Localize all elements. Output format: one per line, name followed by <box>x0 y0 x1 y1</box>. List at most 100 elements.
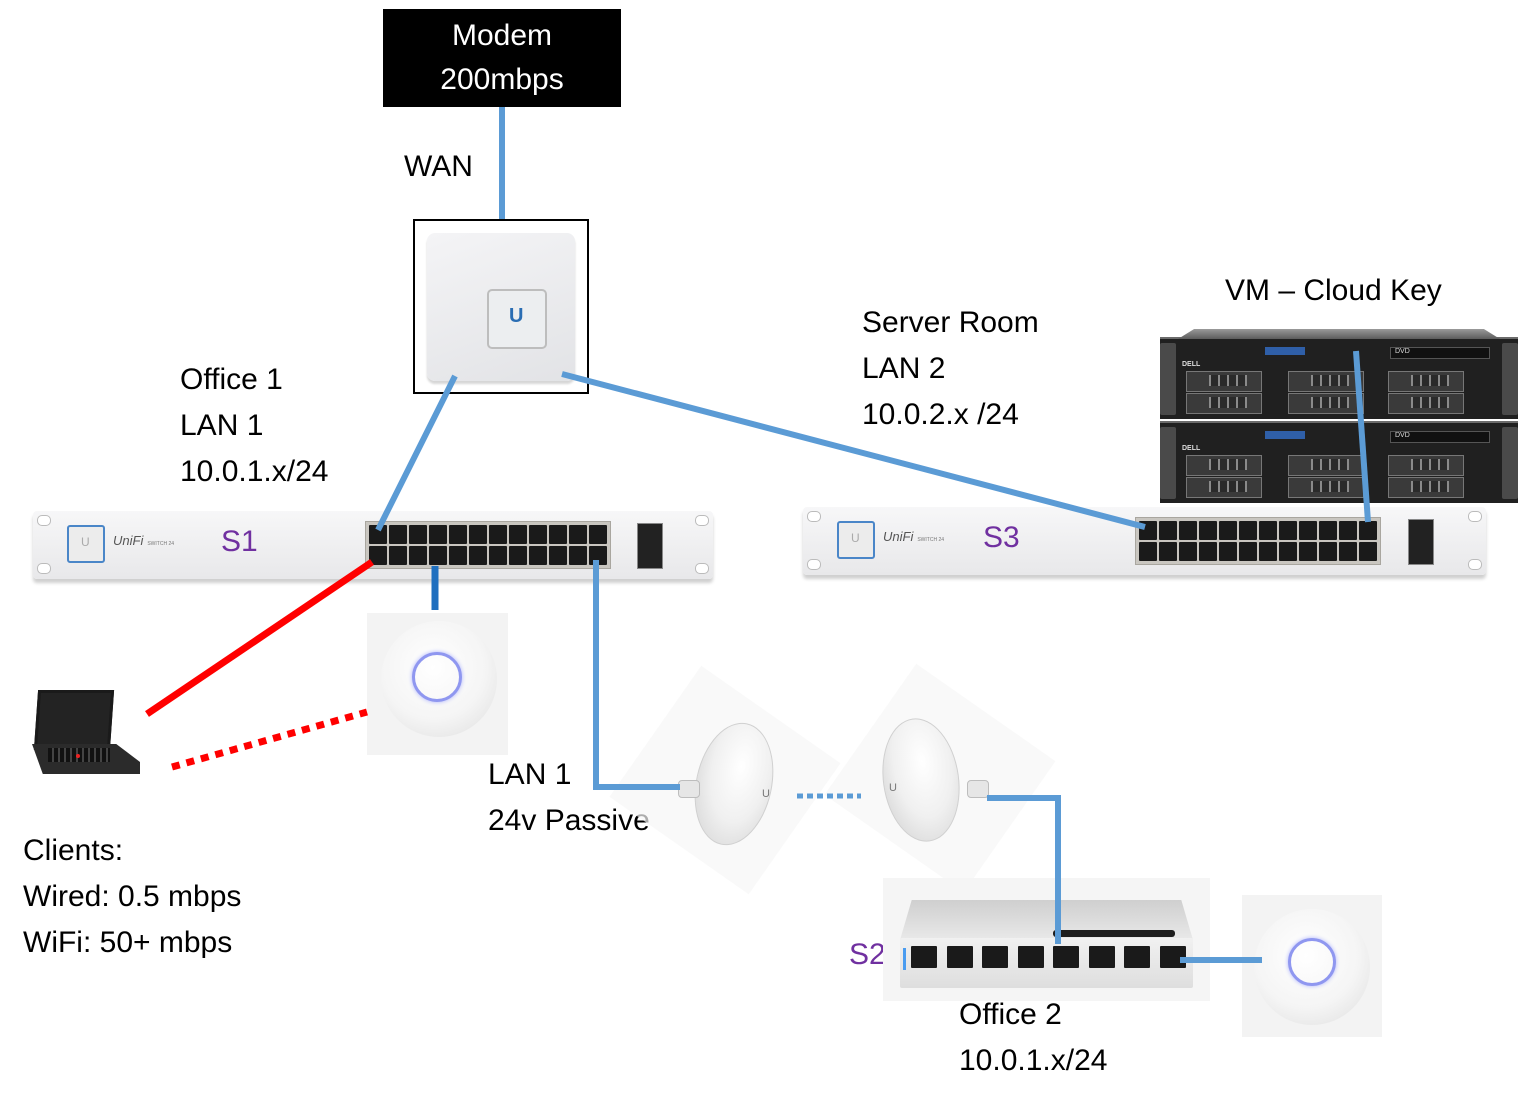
server-room-subnet: 10.0.2.x /24 <box>862 398 1019 431</box>
server-room-name: Server Room <box>862 306 1039 339</box>
ethernet-port[interactable] <box>369 546 387 565</box>
ethernet-port[interactable] <box>449 546 467 565</box>
ethernet-port[interactable] <box>429 546 447 565</box>
bridge-dish-a-node[interactable]: U <box>609 665 841 895</box>
ethernet-port[interactable] <box>1239 542 1257 561</box>
ethernet-port[interactable] <box>1319 542 1337 561</box>
bridge-dish-b-node[interactable]: U <box>824 663 1056 893</box>
switch-s3-ports <box>1135 517 1381 565</box>
ethernet-port[interactable] <box>1259 521 1277 540</box>
ethernet-port[interactable] <box>1239 521 1257 540</box>
ethernet-port[interactable] <box>1299 521 1317 540</box>
clients-wifi-speed: WiFi: 50+ mbps <box>23 926 233 959</box>
ethernet-port[interactable] <box>1199 521 1217 540</box>
ethernet-port[interactable] <box>409 546 427 565</box>
status-led-icon <box>903 948 906 970</box>
ethernet-port[interactable] <box>389 525 407 544</box>
office2-name: Office 2 <box>959 998 1062 1031</box>
ethernet-port[interactable] <box>1259 542 1277 561</box>
ethernet-port[interactable] <box>1359 521 1377 540</box>
ethernet-port[interactable] <box>509 525 527 544</box>
ethernet-port[interactable] <box>1279 542 1297 561</box>
ethernet-port[interactable] <box>1279 521 1297 540</box>
ethernet-port[interactable] <box>369 525 387 544</box>
bridge-link-label: LAN 1 24v Passive <box>488 752 650 844</box>
ethernet-port[interactable] <box>1219 542 1237 561</box>
ethernet-port[interactable] <box>409 525 427 544</box>
ethernet-port[interactable] <box>589 525 607 544</box>
modem-node[interactable]: Modem 200mbps <box>383 9 621 107</box>
ethernet-port[interactable] <box>1319 521 1337 540</box>
ethernet-port[interactable] <box>1088 946 1115 968</box>
ethernet-port[interactable] <box>489 546 507 565</box>
ethernet-port[interactable] <box>549 546 567 565</box>
link-s1-bridge-a[interactable] <box>593 560 680 790</box>
ethernet-port[interactable] <box>1359 542 1377 561</box>
ap-led-ring-icon <box>412 652 462 702</box>
ethernet-port[interactable] <box>982 946 1008 968</box>
ethernet-port[interactable] <box>1053 946 1079 968</box>
ap-office2-node[interactable] <box>1242 895 1382 1037</box>
ethernet-port[interactable] <box>1339 542 1357 561</box>
switch-s3-name: S3 <box>983 521 1020 554</box>
ethernet-port[interactable] <box>529 546 547 565</box>
ethernet-port[interactable] <box>911 946 937 968</box>
office1-label: Office 1 LAN 1 10.0.1.x/24 <box>180 357 328 495</box>
ethernet-port[interactable] <box>449 525 467 544</box>
server-label: VM – Cloud Key <box>1225 274 1442 307</box>
ethernet-port[interactable] <box>1139 542 1157 561</box>
link-bridge-b-s2[interactable] <box>987 795 1061 944</box>
link-gateway-s3[interactable] <box>561 371 1146 530</box>
gateway-node[interactable]: U <box>413 219 589 394</box>
ethernet-port[interactable] <box>1299 542 1317 561</box>
ethernet-port[interactable] <box>1219 521 1237 540</box>
link-laptop-s1-wired[interactable] <box>145 559 374 717</box>
server-stack-node[interactable]: DELL DVD DELL DVD <box>1160 325 1518 503</box>
ubiquiti-logo-icon: U <box>67 525 105 563</box>
ethernet-port[interactable] <box>429 525 447 544</box>
ethernet-port[interactable] <box>946 946 973 968</box>
office1-name: Office 1 <box>180 363 283 396</box>
ethernet-port[interactable] <box>469 525 487 544</box>
clients-title: Clients: <box>23 834 124 867</box>
ubiquiti-logo-icon: U <box>837 521 875 559</box>
ethernet-port[interactable] <box>389 546 407 565</box>
clients-wired-speed: Wired: 0.5 mbps <box>23 880 242 913</box>
ethernet-port[interactable] <box>489 525 507 544</box>
ethernet-port[interactable] <box>469 546 487 565</box>
link-gateway-s1[interactable] <box>375 374 458 532</box>
ethernet-port[interactable] <box>1339 521 1357 540</box>
switch-s2-node[interactable] <box>883 878 1210 1001</box>
ap-office1-node[interactable] <box>367 613 508 755</box>
office2-label: Office 2 10.0.1.x/24 <box>959 992 1107 1084</box>
ubiquiti-logo-icon: U <box>487 289 547 349</box>
ethernet-port[interactable] <box>1124 946 1150 968</box>
ethernet-port[interactable] <box>1179 521 1197 540</box>
ethernet-port[interactable] <box>529 525 547 544</box>
ethernet-port[interactable] <box>1159 946 1186 968</box>
ubiquiti-logo-icon: U <box>762 788 770 800</box>
server-unit-2: DELL DVD <box>1160 421 1518 503</box>
server-room-lan: LAN 2 <box>862 352 946 385</box>
switch-s2-name: S2 <box>849 938 886 971</box>
ethernet-port[interactable] <box>1159 521 1177 540</box>
ethernet-port[interactable] <box>569 525 587 544</box>
ethernet-port[interactable] <box>1179 542 1197 561</box>
link-laptop-ap-wifi[interactable] <box>171 708 368 771</box>
ubiquiti-logo-icon: U <box>889 782 897 794</box>
ethernet-port[interactable] <box>509 546 527 565</box>
ethernet-port[interactable] <box>1017 946 1044 968</box>
ethernet-port[interactable] <box>1159 542 1177 561</box>
ethernet-port[interactable] <box>549 525 567 544</box>
ethernet-port[interactable] <box>569 546 587 565</box>
server-room-label: Server Room LAN 2 10.0.2.x /24 <box>862 300 1039 438</box>
link-server-s3[interactable] <box>1353 350 1371 523</box>
ethernet-port[interactable] <box>1199 542 1217 561</box>
ap-led-ring-icon <box>1288 938 1336 986</box>
laptop-client-node[interactable] <box>26 686 146 778</box>
